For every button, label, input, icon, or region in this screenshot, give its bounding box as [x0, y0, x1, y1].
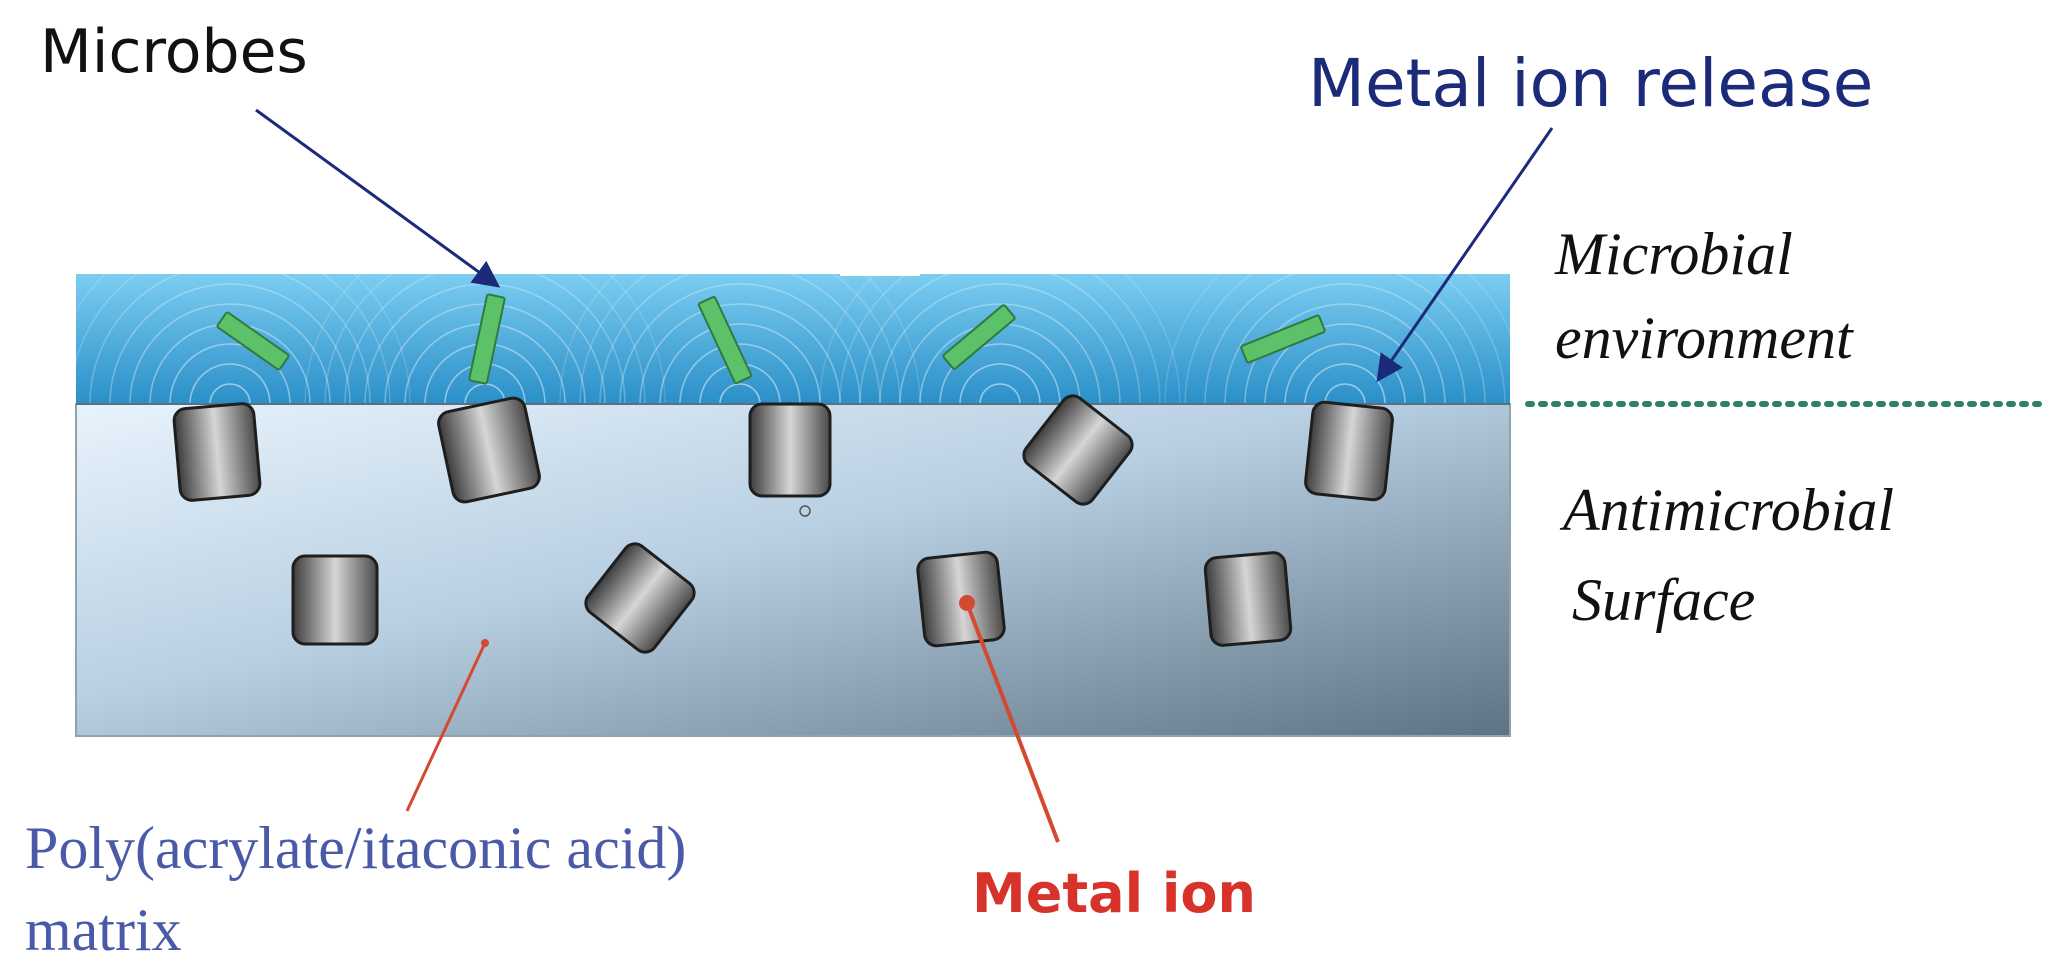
microbe [216, 311, 290, 371]
microbe [697, 295, 753, 385]
ripple-ring [899, 303, 1101, 404]
ripple-ring [639, 303, 841, 404]
metal-ion-leader-dot [959, 595, 975, 611]
ripple-ring [129, 303, 331, 404]
ripple-ring [1304, 363, 1386, 404]
microbe [468, 293, 506, 385]
matrix-leader-line [405, 642, 487, 812]
ripple-ring [959, 363, 1041, 404]
ripple-ring [619, 283, 861, 404]
microbes-arrow [255, 108, 501, 288]
ripple-ring [659, 323, 821, 404]
matrix-leader-dot [481, 639, 489, 647]
ripple-ring [209, 383, 251, 404]
microbes-group [216, 293, 1326, 385]
antimicrobial-surface-label-line2: Surface [1572, 567, 1755, 633]
ripple-ring [1224, 283, 1466, 404]
metal-ion-particle [172, 402, 262, 502]
metal-ion-particle [748, 402, 832, 498]
ripple-ring [1284, 343, 1406, 404]
ripple-ring [679, 343, 801, 404]
metal-ion-particle [1022, 394, 1134, 506]
matrix-label-line2: matrix [25, 897, 182, 963]
metal-ion-particle [1304, 400, 1394, 502]
ripple-ring [939, 343, 1061, 404]
metal-ion-particle [291, 554, 379, 646]
matrix-label-line1: Poly(acrylate/itaconic acid) [25, 815, 686, 881]
ripple-ring [1324, 383, 1366, 404]
ripple-ring [109, 283, 351, 404]
ripple-ring [169, 343, 291, 404]
ripple-ring [1244, 303, 1446, 404]
microbial-environment-label-line1: Microbial [1554, 221, 1793, 287]
microbial-environment-label-line2: environment [1555, 305, 1854, 371]
microbe [1240, 314, 1326, 364]
ripple-ring [1264, 323, 1426, 404]
ripple-ring [879, 283, 1121, 404]
metal-ion-release-arrow [1376, 127, 1554, 383]
metal-ion-particle [584, 542, 696, 654]
metal-ion-particle [1203, 551, 1293, 647]
antimicrobial-surface-label-line1: Antimicrobial [1559, 477, 1894, 543]
ripple-ring [189, 363, 271, 404]
ripple-ring [979, 383, 1021, 404]
small-bubble [799, 505, 811, 517]
metal-ion-label: Metal ion [972, 862, 1256, 925]
metal-ions-group [172, 394, 1394, 654]
metal-ion-release-label: Metal ion release [1308, 45, 1873, 122]
metal-ion-leader-line [965, 602, 1060, 843]
microbe [942, 304, 1016, 370]
ripple-ring [719, 383, 761, 404]
metal-ion-particle [437, 396, 541, 504]
microbes-label: Microbes [40, 17, 308, 87]
